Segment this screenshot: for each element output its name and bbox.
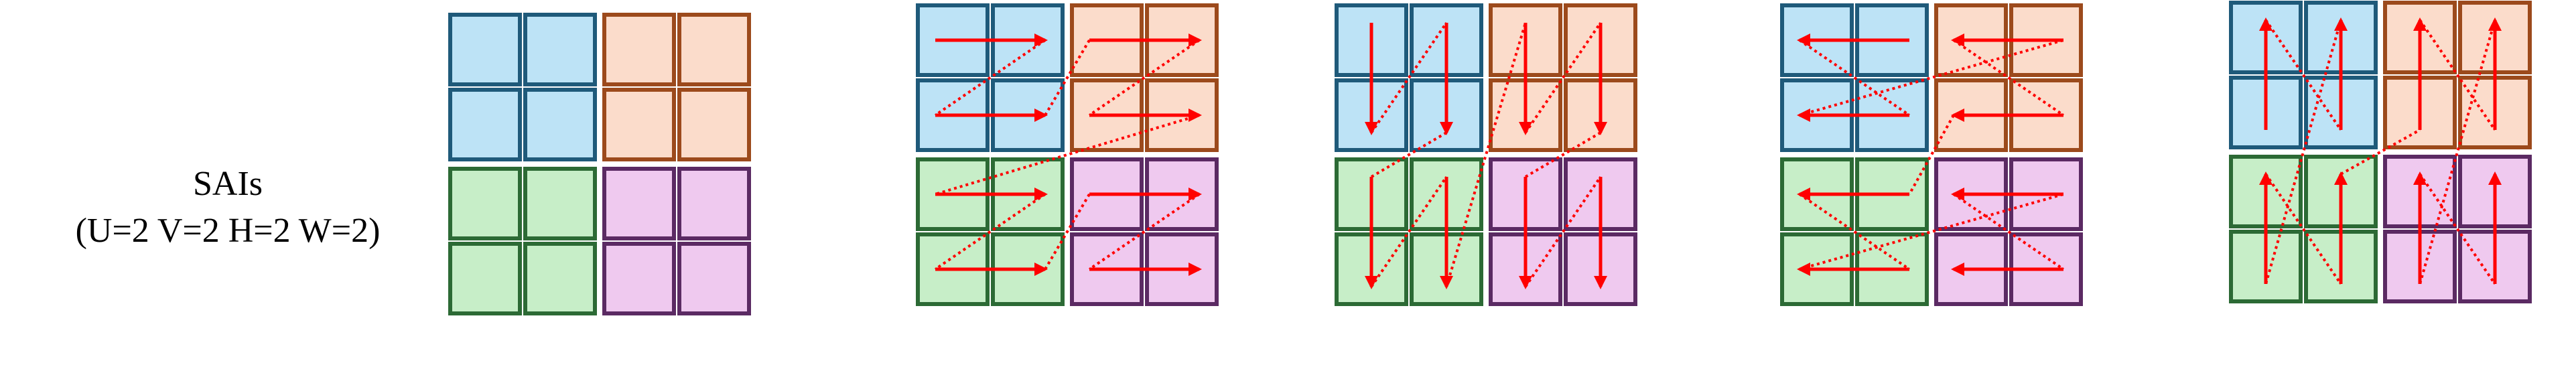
sais-label: SAIs (U=2 V=2 H=2 W=2)	[27, 161, 429, 254]
scan-connector	[1370, 175, 1448, 288]
sai-cell-blue	[448, 13, 522, 86]
scan-connector	[1370, 131, 1448, 178]
scan-connector	[934, 39, 1046, 117]
sai-panel-4	[1780, 3, 2083, 306]
sai-cell-orange	[602, 13, 676, 86]
scan-connector	[1952, 193, 2065, 271]
sai-cell-purple	[602, 167, 676, 240]
sai-cell-blue	[448, 88, 522, 161]
scan-connector	[1798, 39, 1911, 117]
scan-connector	[1524, 131, 1602, 178]
sai-panel-1	[448, 13, 751, 315]
sai-cell-green	[523, 242, 597, 315]
scan-connector	[1088, 193, 1201, 271]
scan-connector	[2264, 19, 2342, 131]
sai-cell-purple	[677, 242, 751, 315]
scan-connector	[2419, 173, 2496, 285]
sai-cell-orange	[602, 88, 676, 161]
scan-connector	[1088, 39, 1201, 117]
scan-connector	[1044, 39, 1091, 117]
sai-panel-5	[2229, 1, 2532, 303]
sai-cell-purple	[602, 242, 676, 315]
sai-cell-green	[523, 167, 597, 240]
scan-connector	[2264, 173, 2342, 285]
scan-connector	[1445, 22, 1527, 287]
scan-connector	[2419, 19, 2496, 131]
sai-panel-3	[1335, 3, 1637, 306]
sai-cell-green	[448, 167, 522, 240]
sai-cell-orange	[677, 88, 751, 161]
scan-connector	[935, 114, 1200, 196]
sai-cell-orange	[677, 13, 751, 86]
sais-title: SAIs	[192, 165, 263, 203]
scan-connector	[1044, 193, 1091, 271]
sais-params: (U=2 V=2 H=2 W=2)	[75, 212, 381, 250]
sai-panel-2	[916, 3, 1219, 306]
scan-connector	[934, 193, 1046, 271]
sai-cell-purple	[677, 167, 751, 240]
scan-connector	[1798, 193, 1911, 271]
scan-connector	[1524, 21, 1602, 134]
scan-connector	[1524, 175, 1602, 288]
scan-connector	[1370, 21, 1448, 134]
scan-connector	[1952, 39, 2065, 117]
sai-cell-green	[448, 242, 522, 315]
sai-cell-blue	[523, 88, 597, 161]
sai-cell-blue	[523, 13, 597, 86]
